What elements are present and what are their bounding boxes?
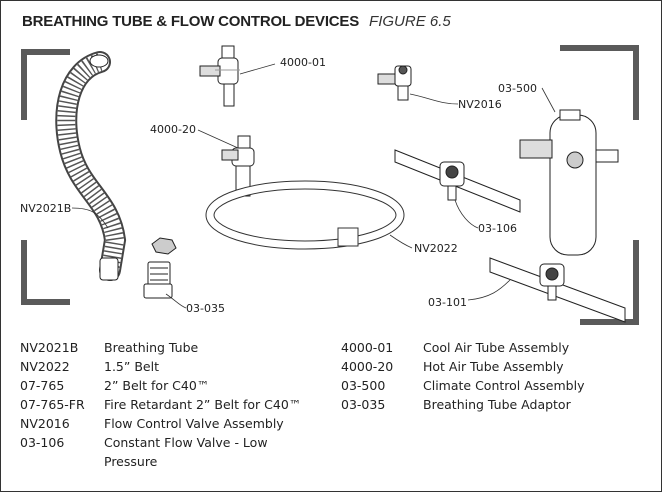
corner-brackets xyxy=(21,45,639,325)
part-code: 4000-20 xyxy=(341,359,394,374)
part-code: 4000-01 xyxy=(341,340,394,355)
callout-nv2016: NV2016 xyxy=(458,98,502,111)
list-item: 07-765-FR Fire Retardant 2” Belt for C40™ xyxy=(20,395,314,414)
list-item: NV2021B Breathing Tube xyxy=(20,338,314,357)
constant-flow-valve-drawing xyxy=(394,149,521,213)
tube-adaptor-drawing xyxy=(143,237,177,299)
part-desc: Fire Retardant 2” Belt for C40™ xyxy=(104,397,302,412)
list-item: 4000-20 Hot Air Tube Assembly xyxy=(341,357,633,376)
part-code: 03-500 xyxy=(341,378,386,393)
breathing-tube-drawing xyxy=(55,51,127,281)
callout-03-101: 03-101 xyxy=(428,296,467,309)
part-desc: 1.5” Belt xyxy=(104,359,159,374)
list-item: 03-035 Breathing Tube Adaptor xyxy=(341,395,633,414)
list-item: 03-106 Constant Flow Valve - Low Pressure xyxy=(20,433,314,471)
callout-4000-20: 4000-20 xyxy=(150,123,196,136)
callout-4000-01: 4000-01 xyxy=(280,56,326,69)
cool-air-tube-drawing xyxy=(199,45,240,107)
part-desc: Hot Air Tube Assembly xyxy=(423,359,564,374)
part-code: 03-035 xyxy=(341,397,386,412)
part-code: NV2022 xyxy=(20,359,70,374)
part-desc: Breathing Tube xyxy=(104,340,199,355)
figure-title: BREATHING TUBE & FLOW CONTROL DEVICES FIG… xyxy=(22,13,451,30)
parts-list-right: 4000-01 Cool Air Tube Assembly 4000-20 Hot… xyxy=(341,338,633,414)
list-item: 03-500 Climate Control Assembly xyxy=(341,376,633,395)
figure-number: FIGURE 6.5 xyxy=(369,13,451,30)
parts-list-left: NV2021B Breathing Tube NV2022 1.5” Belt 07… xyxy=(20,338,314,471)
part-code: 07-765 xyxy=(20,378,65,393)
list-item: NV2016 Flow Control Valve Assembly xyxy=(20,414,314,433)
part-desc: Breathing Tube Adaptor xyxy=(423,397,571,412)
part-desc: Cool Air Tube Assembly xyxy=(423,340,570,355)
part-desc: Flow Control Valve Assembly xyxy=(104,416,284,431)
callout-nv2021b: NV2021B xyxy=(20,202,72,215)
low-pressure-valve-drawing xyxy=(489,257,626,323)
part-desc: 2” Belt for C40™ xyxy=(104,378,210,393)
part-desc: Climate Control Assembly xyxy=(423,378,585,393)
list-item: NV2022 1.5” Belt xyxy=(20,357,314,376)
part-code: 07-765-FR xyxy=(20,397,85,412)
callout-nv2022: NV2022 xyxy=(414,242,458,255)
part-code: 03-106 xyxy=(20,435,65,450)
title-main: BREATHING TUBE & FLOW CONTROL DEVICES xyxy=(22,13,360,30)
list-item: 4000-01 Cool Air Tube Assembly xyxy=(341,338,633,357)
part-code: NV2016 xyxy=(20,416,70,431)
flow-control-valve-drawing xyxy=(377,65,412,101)
list-item: 07-765 2” Belt for C40™ xyxy=(20,376,314,395)
leader-lines xyxy=(71,63,556,309)
callout-03-106: 03-106 xyxy=(478,222,517,235)
belt-drawing xyxy=(205,180,405,250)
climate-control-drawing xyxy=(519,109,619,256)
part-code: NV2021B xyxy=(20,340,79,355)
callout-03-500: 03-500 xyxy=(498,82,537,95)
part-desc: Constant Flow Valve - Low Pressure xyxy=(104,435,268,469)
callout-03-035: 03-035 xyxy=(186,302,225,315)
